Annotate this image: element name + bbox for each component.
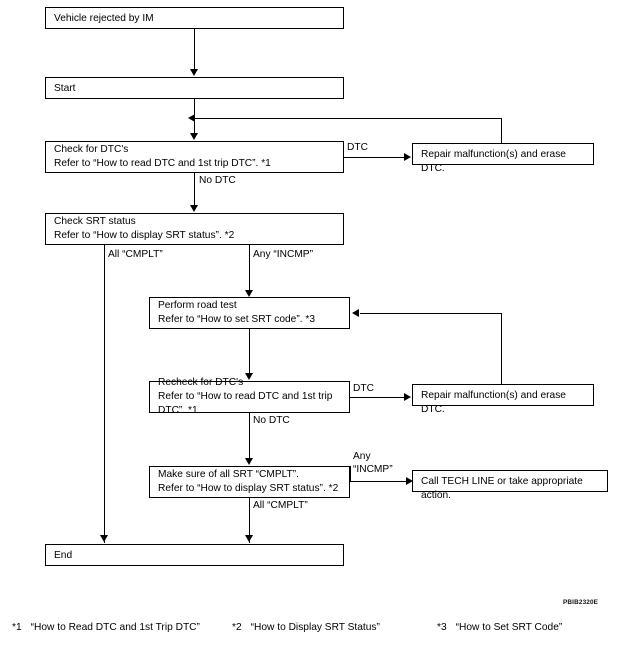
connector-checksrt-to-roadtest (249, 245, 250, 290)
node-repair-1-label: Repair malfunction(s) and erase DTC. (421, 149, 566, 174)
footnote-1: *1 “How to Read DTC and 1st Trip DTC” (12, 622, 200, 633)
arrowhead-makesure-to-techline (406, 477, 413, 485)
node-repair-2: Repair malfunction(s) and erase DTC. (412, 384, 594, 415)
node-repair-2-label: Repair malfunction(s) and erase DTC. (421, 390, 566, 415)
connector-recheck-to-repair2 (350, 397, 404, 398)
node-recheck-dtc-line1: Recheck for DTC's (158, 377, 244, 388)
loop-repair2-horizontal (360, 313, 502, 314)
node-start: Start (45, 77, 344, 99)
node-vehicle-rejected: Vehicle rejected by IM (45, 7, 344, 29)
edge-label-dtc-2: DTC (353, 383, 374, 394)
edge-label-any-incmp-1: Any “INCMP” (253, 249, 313, 260)
figure-reference-code: PBIB2320E (563, 599, 599, 606)
node-road-test-line1: Perform road test (158, 300, 237, 311)
node-road-test-line2: Refer to “How to set SRT code”. *3 (158, 314, 316, 325)
node-start-label: Start (54, 83, 76, 94)
footnote-2: *2 “How to Display SRT Status” (232, 622, 380, 633)
loop-repair1-vertical (501, 118, 502, 143)
arrowhead-vehicle-to-start (189, 69, 198, 76)
arrowhead-makesure-to-end (244, 535, 253, 542)
connector-roadtest-to-recheck (249, 329, 250, 373)
arrowhead-checksrt-to-roadtest (244, 290, 253, 297)
connector-vehicle-to-start (194, 29, 195, 69)
edge-label-any-incmp-2: Any “INCMP” (353, 451, 393, 475)
connector-makesure-to-techline (350, 481, 406, 482)
node-tech-line-label: Call TECH LINE or take appropriate actio… (421, 476, 583, 501)
footnote-2-text: “How to Display SRT Status” (250, 622, 380, 633)
connector-checksrt-to-end (104, 245, 105, 543)
node-check-srt-line2: Refer to “How to display SRT status”. *2 (54, 230, 235, 241)
node-road-test: Perform road test Refer to “How to set S… (149, 297, 350, 329)
node-recheck-dtc-line2: Refer to “How to read DTC and 1st trip D… (158, 391, 333, 416)
arrowhead-checksrt-to-end (99, 535, 108, 542)
node-make-sure-srt-line2: Refer to “How to display SRT status”. *2 (158, 483, 339, 494)
node-vehicle-rejected-label: Vehicle rejected by IM (54, 13, 154, 24)
connector-checkdtc-to-checksrt (194, 173, 195, 205)
node-check-srt-line1: Check SRT status (54, 216, 136, 227)
node-check-dtc: Check for DTC's Refer to “How to read DT… (45, 141, 344, 173)
edge-label-all-cmplt-2: All “CMPLT” (253, 500, 308, 511)
footnote-1-text: “How to Read DTC and 1st Trip DTC” (30, 622, 200, 633)
node-repair-1: Repair malfunction(s) and erase DTC. (412, 143, 594, 174)
edge-label-all-cmplt-1: All “CMPLT” (108, 249, 163, 260)
node-make-sure-srt: Make sure of all SRT “CMPLT”. Refer to “… (149, 466, 350, 498)
footnote-1-mark: *1 (12, 622, 22, 633)
node-end: End (45, 544, 344, 566)
arrowhead-loop-repair2 (352, 309, 359, 317)
footnote-3-text: “How to Set SRT Code” (455, 622, 563, 633)
node-end-label: End (54, 550, 73, 561)
node-check-srt: Check SRT status Refer to “How to displa… (45, 213, 344, 245)
connector-recheck-to-makesure (249, 413, 250, 458)
node-check-dtc-line2: Refer to “How to read DTC and 1st trip D… (54, 158, 271, 169)
footnote-2-mark: *2 (232, 622, 242, 633)
arrowhead-checkdtc-to-checksrt (189, 205, 198, 212)
connector-makesure-to-end (249, 498, 250, 543)
node-check-dtc-line1: Check for DTC's (54, 144, 129, 155)
edge-label-no-dtc-2: No DTC (253, 415, 290, 426)
connector-makesure-to-techline-vertical (350, 466, 351, 482)
loop-repair1-horizontal (195, 118, 502, 119)
footnote-3: *3 “How to Set SRT Code” (437, 622, 562, 633)
node-recheck-dtc: Recheck for DTC's Refer to “How to read … (149, 377, 350, 416)
arrowhead-recheck-to-repair2 (404, 393, 411, 401)
arrowhead-start-to-check-dtc (189, 133, 198, 140)
footnote-3-mark: *3 (437, 622, 447, 633)
arrowhead-loop-repair1 (188, 114, 195, 122)
loop-repair2-vertical (501, 313, 502, 384)
node-tech-line: Call TECH LINE or take appropriate actio… (412, 470, 608, 501)
edge-label-dtc-1: DTC (347, 142, 368, 153)
arrowhead-roadtest-to-recheck (244, 373, 253, 380)
arrowhead-recheck-to-makesure (244, 458, 253, 465)
connector-checkdtc-to-repair1 (344, 157, 404, 158)
node-make-sure-srt-line1: Make sure of all SRT “CMPLT”. (158, 469, 299, 480)
edge-label-no-dtc-1: No DTC (199, 175, 236, 186)
arrowhead-checkdtc-to-repair1 (404, 153, 411, 161)
